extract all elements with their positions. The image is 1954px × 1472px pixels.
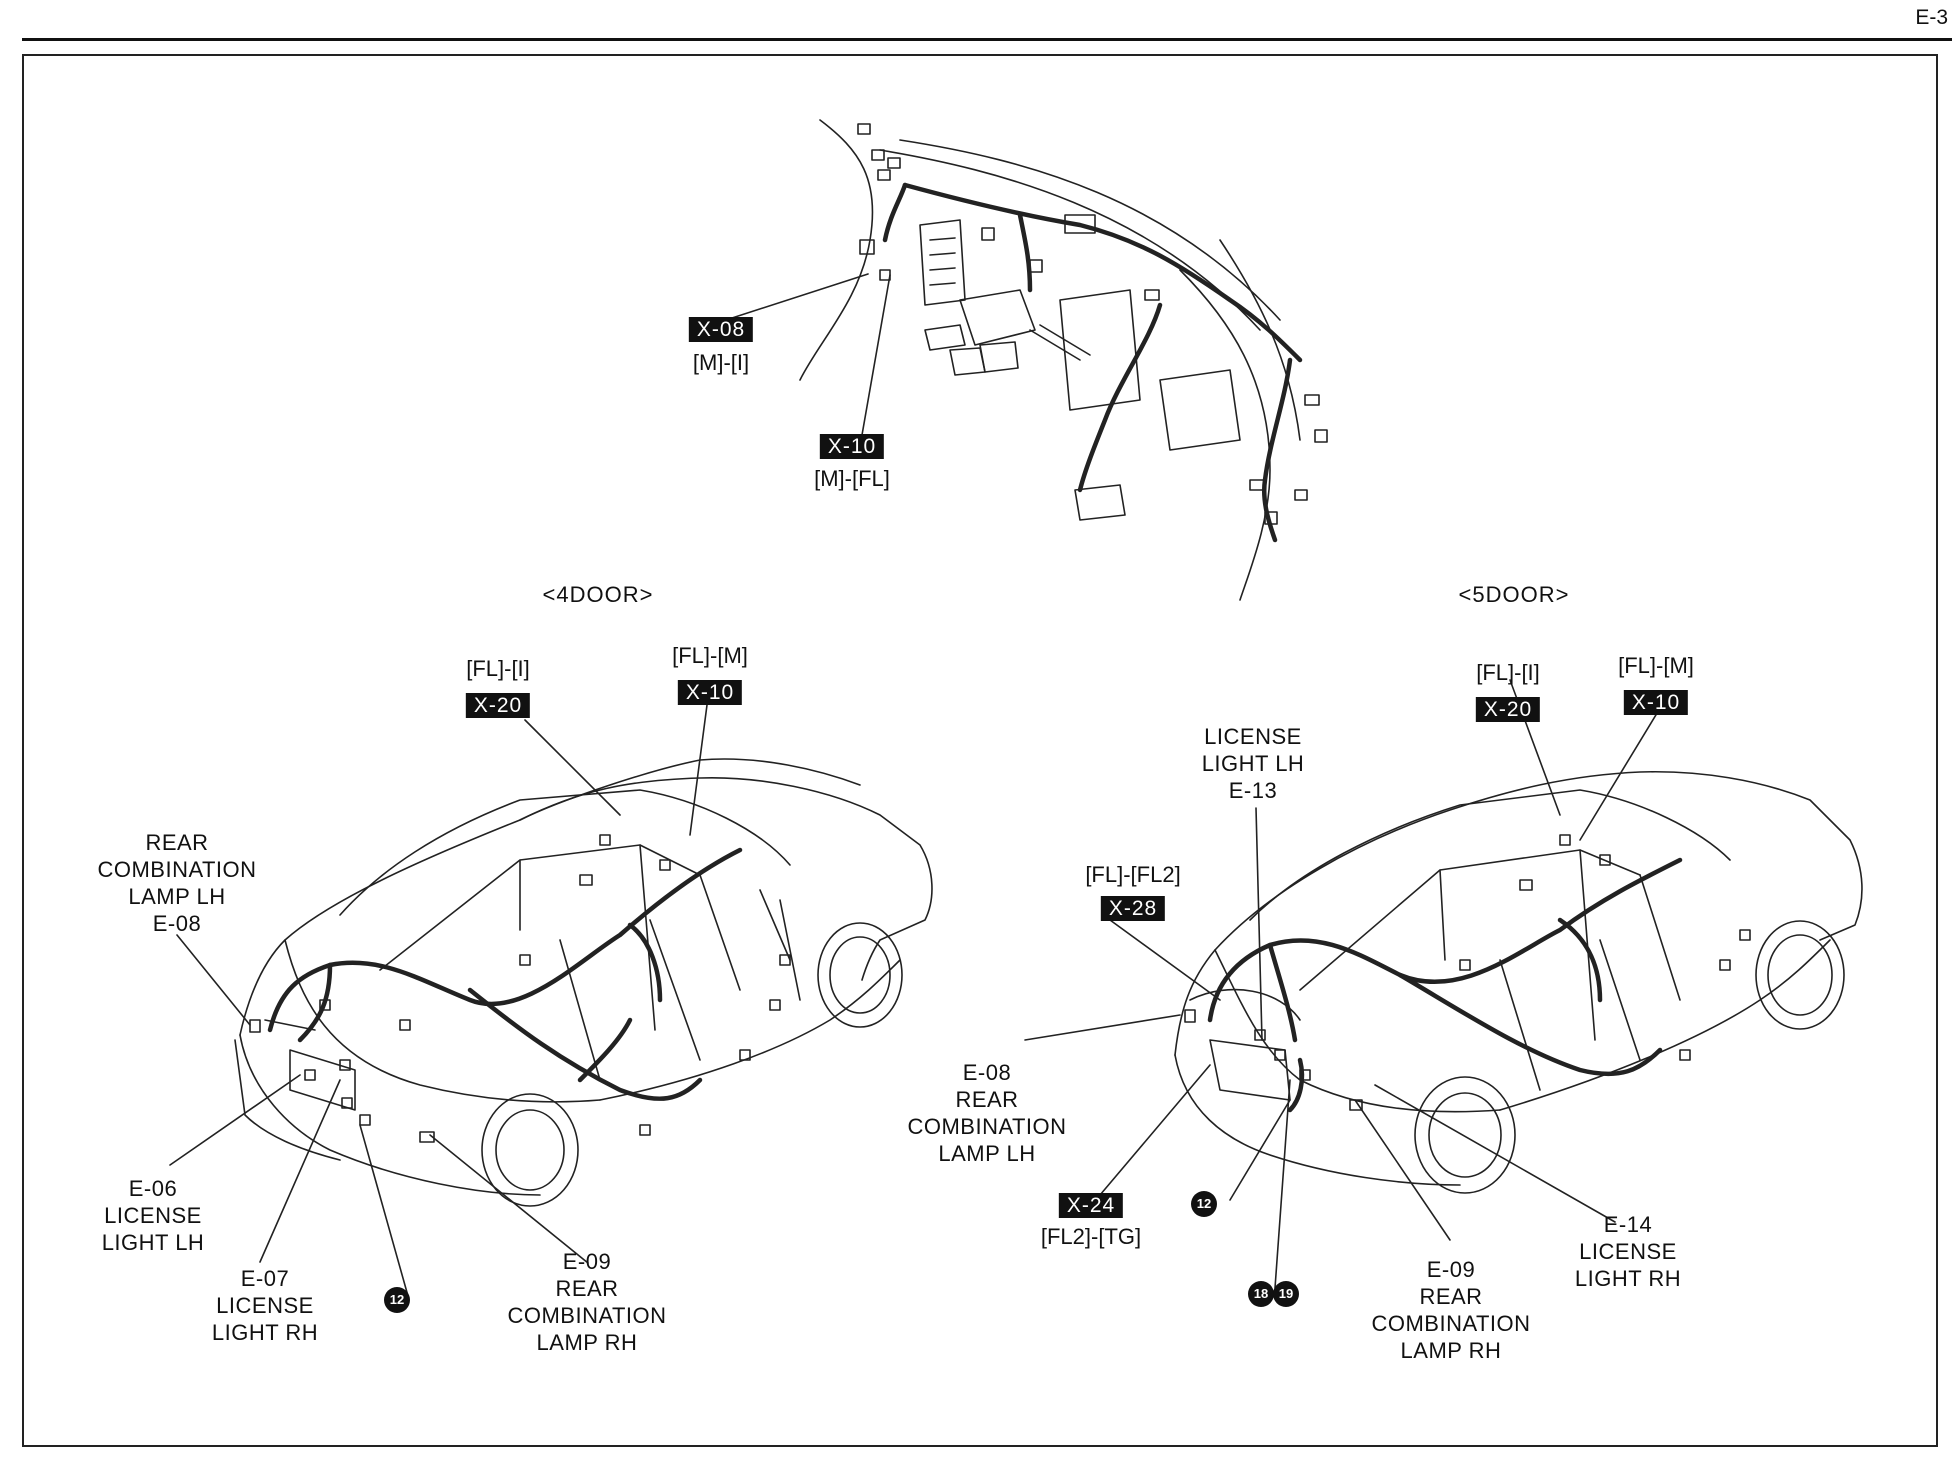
harness-pair-label: [FL]-[M] — [1618, 653, 1694, 678]
four-door-title: <4DOOR> — [542, 582, 654, 607]
harness-pair-label: [FL]-[FL2] — [1085, 862, 1181, 887]
connector-code-tag: X-10 — [677, 680, 743, 705]
harness-pair-label: [FL]-[I] — [466, 656, 530, 681]
component-label-e13: LICENSE LIGHT LH E-13 — [1201, 724, 1305, 803]
connector-code-tag: X-20 — [1475, 697, 1541, 722]
component-label-e06: E-06 LICENSE LIGHT LH — [101, 1176, 205, 1255]
harness-pair-label: [FL]-[M] — [672, 643, 748, 668]
ground-point-marker: 12 — [1191, 1191, 1217, 1217]
component-label-e14: E-14 LICENSE LIGHT RH — [1574, 1212, 1682, 1291]
ground-point-marker: 12 — [384, 1287, 410, 1313]
connector-code-tag: X-10 — [819, 434, 885, 459]
component-label-e08: REAR COMBINATION LAMP LH E-08 — [97, 830, 257, 936]
connector-code-tag: X-20 — [465, 693, 531, 718]
component-label-e09: E-09 REAR COMBINATION LAMP RH — [1371, 1257, 1531, 1363]
harness-pair-label: [FL2]-[TG] — [1040, 1224, 1142, 1249]
component-label-e07: E-07 LICENSE LIGHT RH — [211, 1266, 319, 1345]
connector-code-tag: X-08 — [688, 317, 754, 342]
header-rule — [22, 38, 1952, 41]
harness-pair-label: [M]-[FL] — [814, 466, 890, 491]
diagram-frame — [22, 54, 1938, 1447]
ground-point-marker: 19 — [1273, 1281, 1299, 1307]
five-door-title: <5DOOR> — [1458, 582, 1570, 607]
ground-point-marker: 18 — [1248, 1281, 1274, 1307]
page-number: E-3 — [1915, 6, 1948, 29]
connector-code-tag: X-24 — [1058, 1193, 1124, 1218]
harness-pair-label: [FL]-[I] — [1476, 660, 1540, 685]
dash-view-drawing — [731, 119, 1328, 601]
component-label-e08: E-08 REAR COMBINATION LAMP LH — [907, 1060, 1067, 1166]
connector-code-tag: X-28 — [1100, 896, 1166, 921]
component-label-e09: E-09 REAR COMBINATION LAMP RH — [507, 1249, 667, 1355]
connector-code-tag: X-10 — [1623, 690, 1689, 715]
hatchback-drawing — [1024, 679, 1863, 1289]
harness-pair-label: [M]-[I] — [692, 350, 750, 375]
sedan-drawing — [169, 704, 933, 1297]
